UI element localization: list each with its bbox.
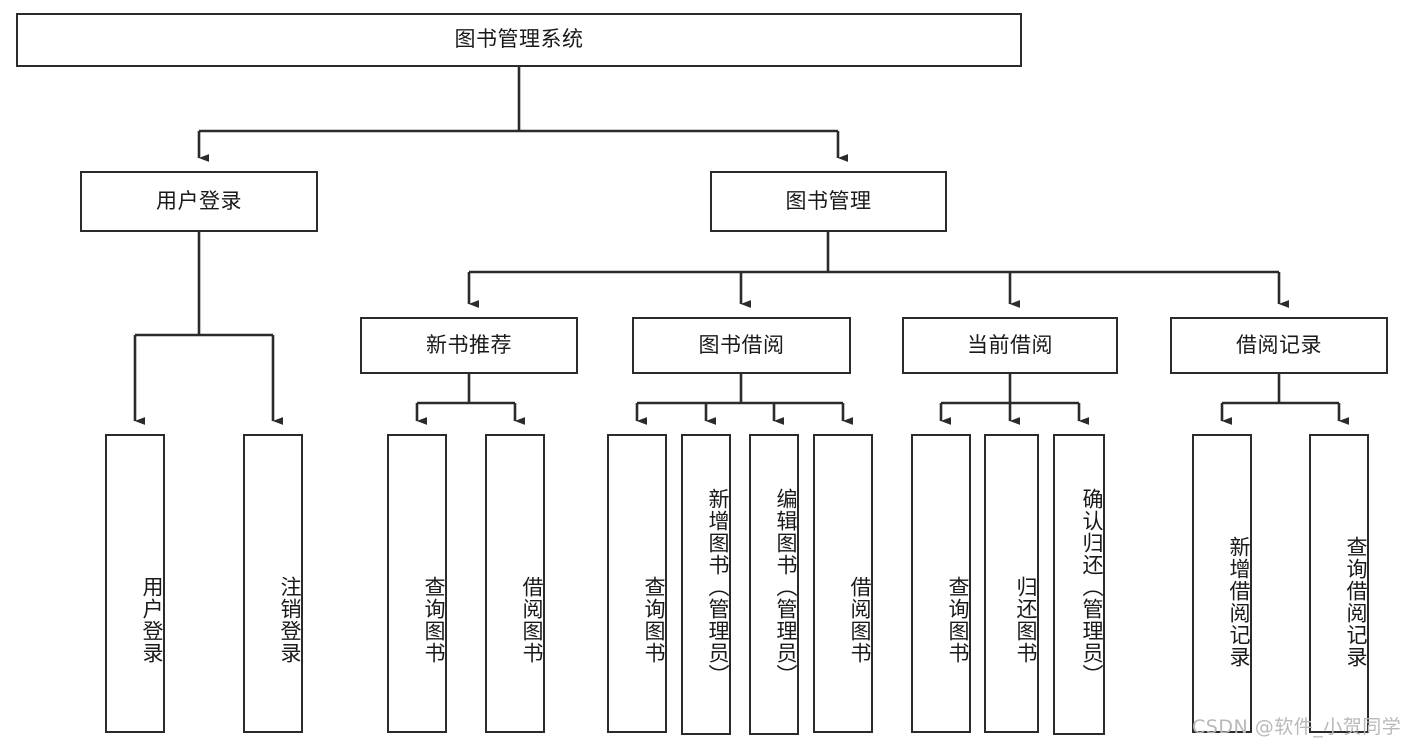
- node-root-book-management-system[interactable]: 图书管理系统: [16, 13, 1022, 67]
- node-label: 查询借阅记录: [1344, 535, 1368, 668]
- leaf-borrow-record-add-record[interactable]: 新增借阅记录: [1192, 434, 1252, 733]
- node-label: 注销登录: [278, 575, 302, 664]
- node-label: 新增图书（管理员）: [706, 487, 730, 686]
- node-book-management[interactable]: 图书管理: [710, 171, 947, 232]
- node-book-borrow[interactable]: 图书借阅: [632, 317, 851, 374]
- node-label: 归还图书: [1014, 575, 1038, 664]
- watermark-text: CSDN @软件_小贺同学: [1192, 716, 1402, 738]
- leaf-borrow-record-query-record[interactable]: 查询借阅记录: [1309, 434, 1369, 733]
- node-label: 借阅记录: [1236, 332, 1322, 357]
- node-borrow-record[interactable]: 借阅记录: [1170, 317, 1388, 374]
- node-user-login[interactable]: 用户登录: [80, 171, 318, 232]
- node-label: 图书管理: [785, 188, 872, 213]
- node-label: 查询图书: [946, 575, 970, 664]
- leaf-current-borrow-confirm-return-admin[interactable]: 确认归还（管理员）: [1053, 434, 1105, 735]
- node-label: 用户登录: [156, 188, 242, 213]
- leaf-current-borrow-query-book[interactable]: 查询图书: [911, 434, 971, 733]
- leaf-new-book-query-book[interactable]: 查询图书: [387, 434, 447, 733]
- node-label: 借阅图书: [520, 575, 544, 664]
- leaf-book-borrow-edit-book-admin[interactable]: 编辑图书（管理员）: [749, 434, 799, 735]
- node-label: 当前借阅: [967, 332, 1053, 357]
- node-label: 确认归还（管理员）: [1080, 487, 1104, 686]
- node-label: 新书推荐: [426, 332, 512, 357]
- node-label: 新增借阅记录: [1227, 535, 1251, 668]
- leaf-book-borrow-add-book-admin[interactable]: 新增图书（管理员）: [681, 434, 731, 735]
- node-new-book-recommend[interactable]: 新书推荐: [360, 317, 578, 374]
- leaf-book-borrow-borrow-book[interactable]: 借阅图书: [813, 434, 873, 733]
- node-label: 借阅图书: [848, 575, 872, 664]
- leaf-book-borrow-query-book[interactable]: 查询图书: [607, 434, 667, 733]
- leaf-current-borrow-return-book[interactable]: 归还图书: [984, 434, 1039, 733]
- node-label: 查询图书: [642, 575, 666, 664]
- node-label: 编辑图书（管理员）: [774, 487, 798, 686]
- leaf-user-login-login[interactable]: 用户登录: [105, 434, 165, 733]
- node-label: 图书管理系统: [454, 27, 584, 52]
- leaf-user-login-logout[interactable]: 注销登录: [243, 434, 303, 733]
- leaf-new-book-borrow-book[interactable]: 借阅图书: [485, 434, 545, 733]
- node-current-borrow[interactable]: 当前借阅: [902, 317, 1118, 374]
- node-label: 用户登录: [140, 575, 164, 664]
- node-label: 图书借阅: [698, 332, 785, 357]
- node-label: 查询图书: [422, 575, 446, 664]
